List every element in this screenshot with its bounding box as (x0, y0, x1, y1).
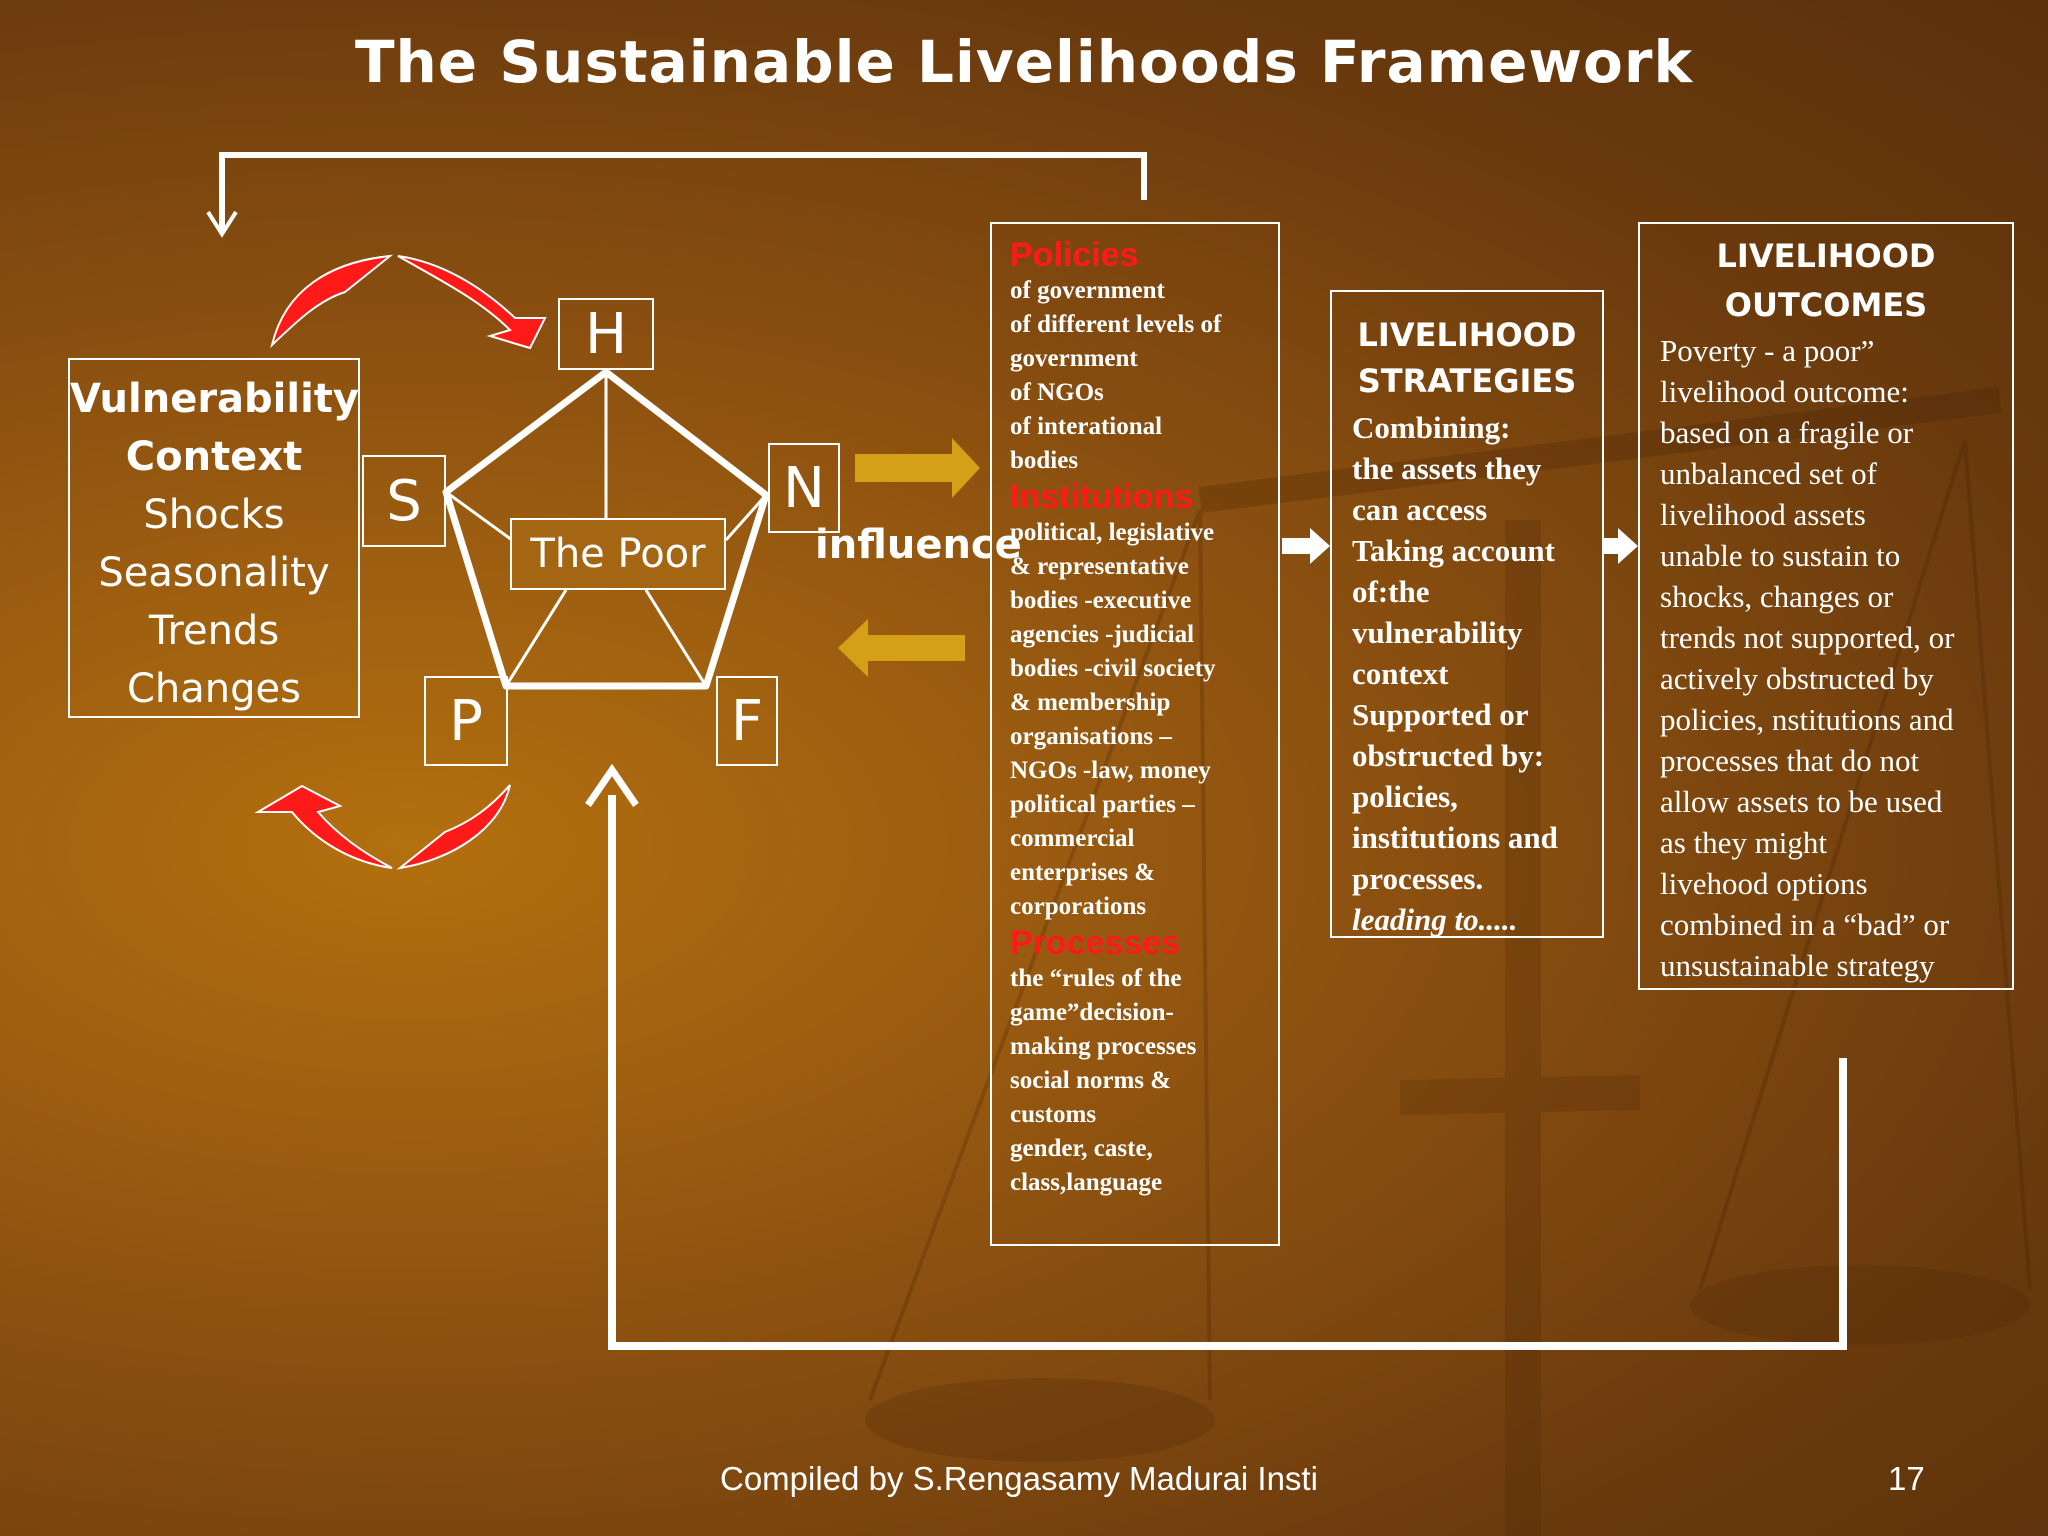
institutions-line: political, legislative (1010, 519, 1215, 546)
flow-arrows (1282, 528, 1638, 564)
institutions-line: organisations – (1010, 723, 1172, 750)
outcomes-line: allow assets to be used (1660, 784, 1943, 819)
policies-heading: Policies (1010, 236, 1139, 274)
policies-line: of NGOs (1010, 379, 1104, 406)
outcomes-line: combined in a “bad” or (1660, 907, 1950, 942)
asset-label-n: N (768, 443, 840, 533)
top-feedback-arrow (206, 152, 1147, 238)
outcomes-heading-line1: LIVELIHOOD (1716, 237, 1936, 275)
policies-line: government (1010, 345, 1138, 372)
outcomes-line: actively obstructed by (1660, 661, 1934, 696)
strategies-line: Taking account (1352, 533, 1555, 568)
policies-line: bodies (1010, 447, 1079, 474)
influence-arrows (838, 438, 980, 677)
scales-background (865, 387, 2032, 1536)
asset-label-h: H (558, 298, 654, 370)
institutions-line: enterprises & (1010, 859, 1156, 886)
strategies-heading-line1: LIVELIHOOD (1357, 316, 1577, 354)
outcomes-line: livelihood outcome: (1660, 374, 1909, 409)
institutions-line: bodies -civil society (1010, 655, 1216, 682)
policies-line: of interational (1010, 413, 1163, 440)
institutions-line: corporations (1010, 893, 1147, 920)
strategies-line: Combining: (1352, 410, 1511, 445)
outcomes-line: unsustainable strategy (1660, 948, 1935, 983)
footer-credit: Compiled by S.Rengasamy Madurai Insti (720, 1460, 1318, 1497)
outcomes-line: as they might (1660, 825, 1828, 860)
processes-line: gender, caste, (1010, 1135, 1153, 1162)
processes-line: game”decision- (1010, 999, 1174, 1026)
processes-line: making processes (1010, 1033, 1197, 1060)
livelihood-outcomes-box: LIVELIHOOD OUTCOMES Poverty - a poor” li… (1638, 222, 2014, 990)
outcomes-line: livehood options (1660, 866, 1868, 901)
asset-label-f: F (716, 676, 778, 766)
strategies-line: vulnerability (1352, 615, 1523, 650)
outcomes-line: trends not supported, or (1660, 620, 1955, 655)
strategies-line: the assets they (1352, 451, 1542, 486)
strategies-heading-line2: STRATEGIES (1357, 362, 1577, 400)
influence-label: influence (815, 522, 1022, 568)
strategies-line: of:the (1352, 574, 1430, 609)
outcomes-line: livelihood assets (1660, 497, 1866, 532)
strategies-line: Supported or (1352, 697, 1529, 732)
processes-line: social norms & (1010, 1067, 1172, 1094)
vulnerability-item: Changes (127, 666, 301, 712)
outcomes-line: policies, nstitutions and (1660, 702, 1954, 737)
strategies-line: obstructed by: (1352, 738, 1545, 773)
outcomes-line: processes that do not (1660, 743, 1920, 778)
processes-line: customs (1010, 1101, 1097, 1128)
vulnerability-item: Seasonality (98, 550, 330, 596)
strategies-line: institutions and (1352, 820, 1558, 855)
policies-line: of different levels of (1010, 311, 1222, 338)
institutions-line: & representative (1010, 553, 1189, 580)
vulnerability-context-box: Vulnerability Context Shocks Seasonality… (68, 358, 360, 718)
outcomes-heading-line2: OUTCOMES (1724, 286, 1928, 324)
institutions-line: & membership (1010, 689, 1171, 716)
vulnerability-item: Trends (148, 608, 280, 654)
strategies-line: context (1352, 656, 1449, 691)
policies-institutions-processes-box: Policies of government of different leve… (990, 222, 1280, 1246)
asset-label-s: S (362, 455, 446, 547)
asset-pentagon (442, 368, 770, 690)
strategies-line: processes. (1352, 861, 1484, 896)
page-number: 17 (1888, 1460, 1925, 1497)
outcomes-line: based on a fragile or (1660, 415, 1914, 450)
asset-label-p: P (424, 676, 508, 766)
outcomes-line: shocks, changes or (1660, 579, 1894, 614)
strategies-line: policies, (1352, 779, 1458, 814)
processes-line: the “rules of the (1010, 965, 1182, 992)
processes-line: class,language (1010, 1169, 1163, 1196)
institutions-line: agencies -judicial (1010, 621, 1195, 648)
institutions-line: NGOs -law, money (1010, 757, 1211, 784)
bottom-feedback-arrow (585, 763, 1847, 1350)
strategies-leading-line: leading to..... (1352, 902, 1518, 937)
institutions-heading: Institutions (1010, 478, 1194, 516)
the-poor-label: The Poor (510, 518, 726, 590)
processes-heading: Processes (1010, 924, 1181, 962)
vulnerability-heading-line2: Context (125, 434, 303, 480)
vulnerability-heading-line1: Vulnerability (70, 376, 360, 422)
institutions-line: commercial (1010, 825, 1135, 852)
outcomes-line: unbalanced set of (1660, 456, 1877, 491)
outcomes-line: unable to sustain to (1660, 538, 1901, 573)
red-curved-arrows (254, 254, 547, 870)
policies-line: of government (1010, 277, 1165, 304)
institutions-line: bodies -executive (1010, 587, 1192, 614)
outcomes-line: Poverty - a poor” (1660, 333, 1875, 368)
strategies-line: can access (1352, 492, 1488, 527)
page-title: The Sustainable Livelihoods Framework (354, 28, 1694, 96)
vulnerability-item: Shocks (143, 492, 285, 538)
institutions-line: political parties – (1010, 791, 1195, 818)
livelihood-strategies-box: LIVELIHOOD STRATEGIES Combining: the ass… (1330, 290, 1604, 938)
